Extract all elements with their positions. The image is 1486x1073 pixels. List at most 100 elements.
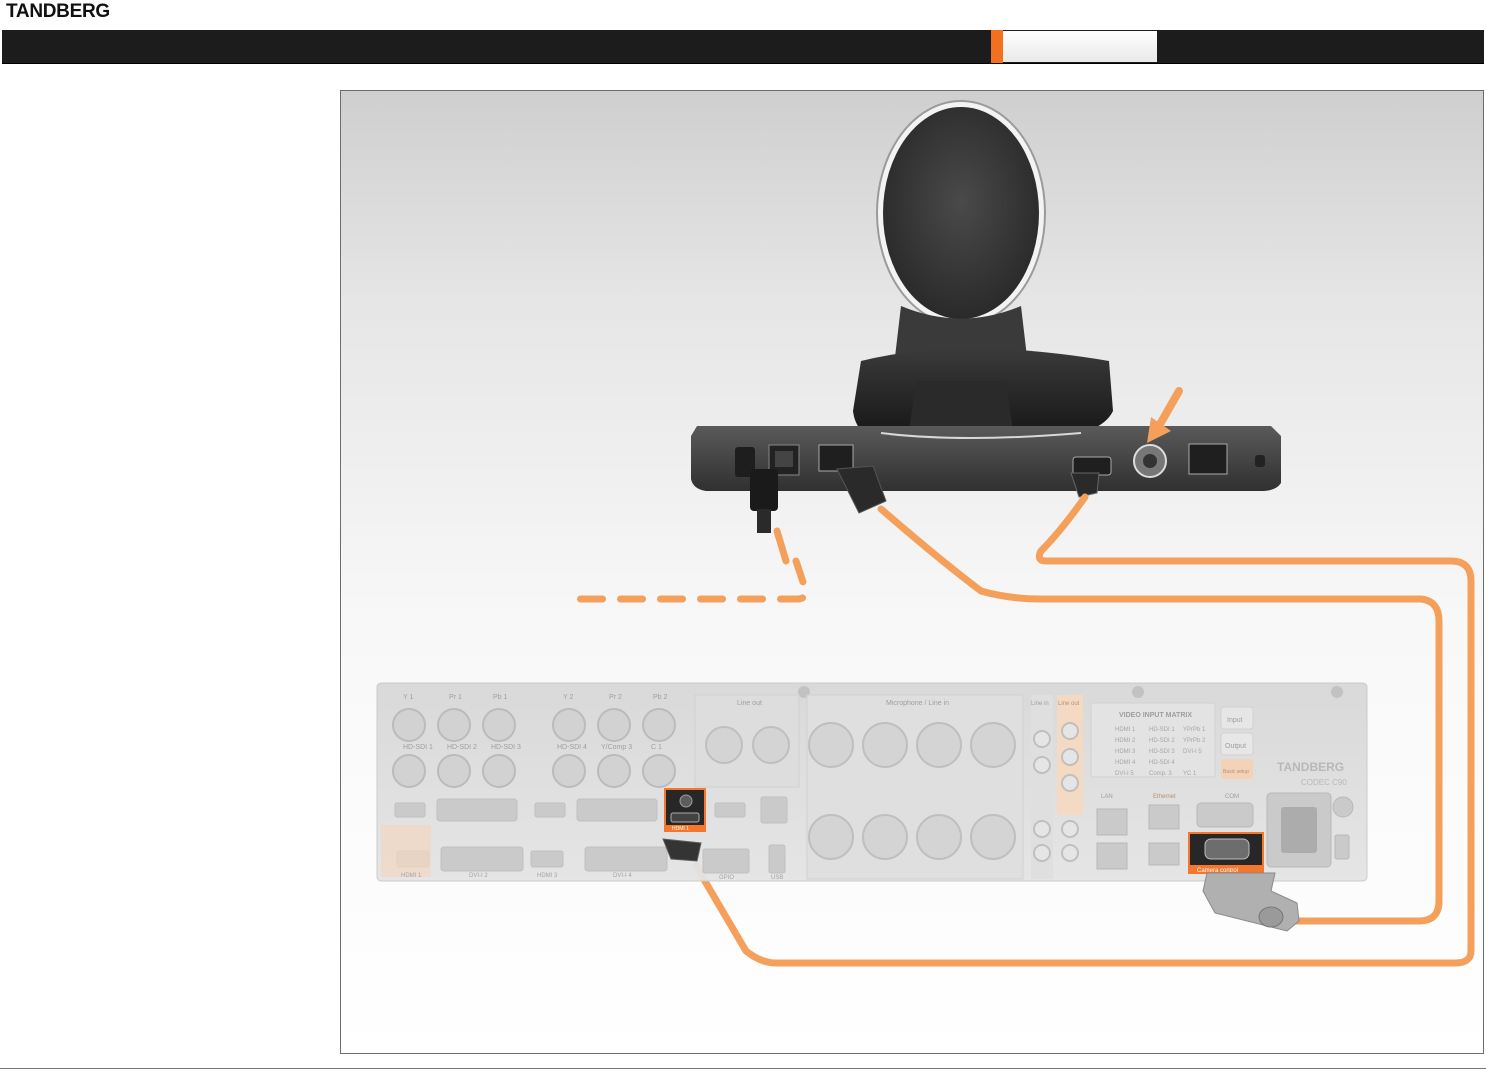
codec-c90-rear-panel: Y 1 Pr 1 Pb 1 Y 2 Pr 2 Pb 2 HD-SDI 1 HD-… xyxy=(376,682,1368,882)
rca-3 xyxy=(1061,722,1079,740)
label-pr1: Pr 1 xyxy=(449,694,462,701)
output-button[interactable] xyxy=(1220,732,1254,756)
hdmi-cable xyxy=(692,493,1475,967)
input-button-label: Input xyxy=(1227,717,1243,724)
power-cable-dashed xyxy=(570,557,810,603)
matrix-cell: DVI-I 5 xyxy=(1183,749,1202,755)
xlr-mic-1 xyxy=(808,722,854,768)
camera-ethernet-port xyxy=(1188,443,1228,475)
power-plug-tail xyxy=(757,509,771,533)
xlr-mic-8 xyxy=(970,814,1016,860)
label-gpio: GPIO xyxy=(719,875,734,881)
matrix-title: VIDEO INPUT MATRIX xyxy=(1119,712,1192,719)
hdmi-port xyxy=(530,850,564,868)
power-plug xyxy=(750,469,778,511)
camera-head xyxy=(883,107,1039,319)
hdmi-1-output-socket xyxy=(670,812,700,823)
usb-port xyxy=(768,844,786,874)
rca-9 xyxy=(1061,844,1079,862)
dvi-port xyxy=(440,846,524,872)
rca-group xyxy=(1033,722,1079,862)
power-switch[interactable] xyxy=(1334,834,1350,860)
matrix-cell: YPrPb 1 xyxy=(1183,727,1206,733)
label-ethernet: Ethernet xyxy=(1153,794,1176,800)
matrix-cell: YPrPb 2 xyxy=(1183,738,1206,744)
basic-setup-box xyxy=(1221,759,1253,779)
tab-active[interactable] xyxy=(1003,31,1157,62)
label-hdsdi1: HD-SDI 1 xyxy=(403,744,433,751)
ethernet-port xyxy=(1148,842,1180,866)
camera-control-label: Camera control xyxy=(1197,868,1238,874)
rca-7 xyxy=(1033,844,1051,862)
hdmi-plug-camera xyxy=(1070,472,1100,498)
top-navigation-bar xyxy=(2,30,1484,64)
optical-port xyxy=(760,796,788,824)
bnc-hdsdi1 xyxy=(392,754,426,788)
camera-control-socket xyxy=(1204,838,1250,860)
ethernet-port xyxy=(1148,804,1180,830)
matrix-cell: DVI-I 5 xyxy=(1115,771,1134,777)
bnc-hdsdi3 xyxy=(482,754,516,788)
label-hdmi1: HDMI 1 xyxy=(401,873,422,879)
label-ycomp3: Y/Comp 3 xyxy=(601,744,632,751)
bnc-ycomp3 xyxy=(597,754,631,788)
hdmi-port xyxy=(394,802,426,818)
label-pb1: Pb 1 xyxy=(493,694,508,701)
gpio-port xyxy=(702,848,750,874)
camera-control-port xyxy=(818,444,854,472)
basic-setup-label: Basic setup xyxy=(1223,769,1249,775)
label-pr2: Pr 2 xyxy=(609,694,622,701)
bnc-c1 xyxy=(642,754,676,788)
label-hdsdi2: HD-SDI 2 xyxy=(447,744,477,751)
label-microphone: Microphone / Line in xyxy=(886,700,949,707)
rca-2 xyxy=(1033,756,1051,774)
video-input-matrix xyxy=(1090,702,1216,778)
matrix-cell: HDMI 2 xyxy=(1115,738,1136,744)
xlr-mic-5 xyxy=(808,814,854,860)
bnc-hdsdi4 xyxy=(552,754,586,788)
xlr-mic-6 xyxy=(862,814,908,860)
matrix-cell: HD-SDI 1 xyxy=(1149,727,1175,733)
power-port xyxy=(735,447,755,477)
label-line-out-rca: Line out xyxy=(1058,701,1080,707)
label-line-in: Line in xyxy=(1031,701,1049,707)
matrix-cell: HDMI 4 xyxy=(1115,760,1136,766)
camera-plugs xyxy=(750,465,1100,533)
camera-lock-slot xyxy=(1255,455,1265,467)
matrix-cell: YC 1 xyxy=(1183,771,1197,777)
camera-connector-plate xyxy=(691,426,1281,491)
rca-6 xyxy=(1033,820,1051,838)
rs232-jack-inner xyxy=(775,451,793,467)
label-hdsdi4: HD-SDI 4 xyxy=(557,744,587,751)
hdmi-port xyxy=(714,802,746,818)
matrix-cells: HDMI 1 HD-SDI 1 YPrPb 1 HDMI 2 HD-SDI 2 … xyxy=(1115,727,1206,777)
dvi-port xyxy=(576,798,658,822)
bnc-pb2 xyxy=(642,708,676,742)
lower-labels: HDMI 1 DVI-I 2 HDMI 3 DVI-I 4 GPIO USB xyxy=(401,873,783,881)
bnc-y2 xyxy=(552,708,586,742)
lan-port xyxy=(1096,808,1128,836)
precisionhd-camera xyxy=(691,100,1281,491)
xlr-mic-group xyxy=(808,722,1016,860)
camera-control-label-strip xyxy=(1189,865,1263,873)
dvi-port xyxy=(436,798,518,822)
xlr-mic-4 xyxy=(970,722,1016,768)
label-com: COM xyxy=(1225,794,1239,800)
bnc-y1 xyxy=(392,708,426,742)
bottom-rule xyxy=(0,1068,1486,1069)
highlight-arrow-icon xyxy=(1155,387,1183,430)
lan-port xyxy=(1096,842,1128,870)
network-ports xyxy=(1096,802,1254,870)
label-dvi4: DVI-I 4 xyxy=(613,873,632,879)
matrix-cell: HDMI 3 xyxy=(1115,749,1136,755)
label-hdmi3: HDMI 3 xyxy=(537,873,558,879)
rca-5 xyxy=(1061,774,1079,792)
dvi-port xyxy=(584,846,668,872)
hdmi-plug-codec xyxy=(662,838,702,862)
input-button[interactable] xyxy=(1220,706,1254,730)
bnc-hdsdi2 xyxy=(437,754,471,788)
label-lan: LAN xyxy=(1101,794,1113,800)
connection-diagram-frame: Y 1 Pr 1 Pb 1 Y 2 Pr 2 Pb 2 HD-SDI 1 HD-… xyxy=(340,90,1484,1054)
output-button-label: Output xyxy=(1225,743,1246,750)
camera-control-plug xyxy=(836,465,887,514)
